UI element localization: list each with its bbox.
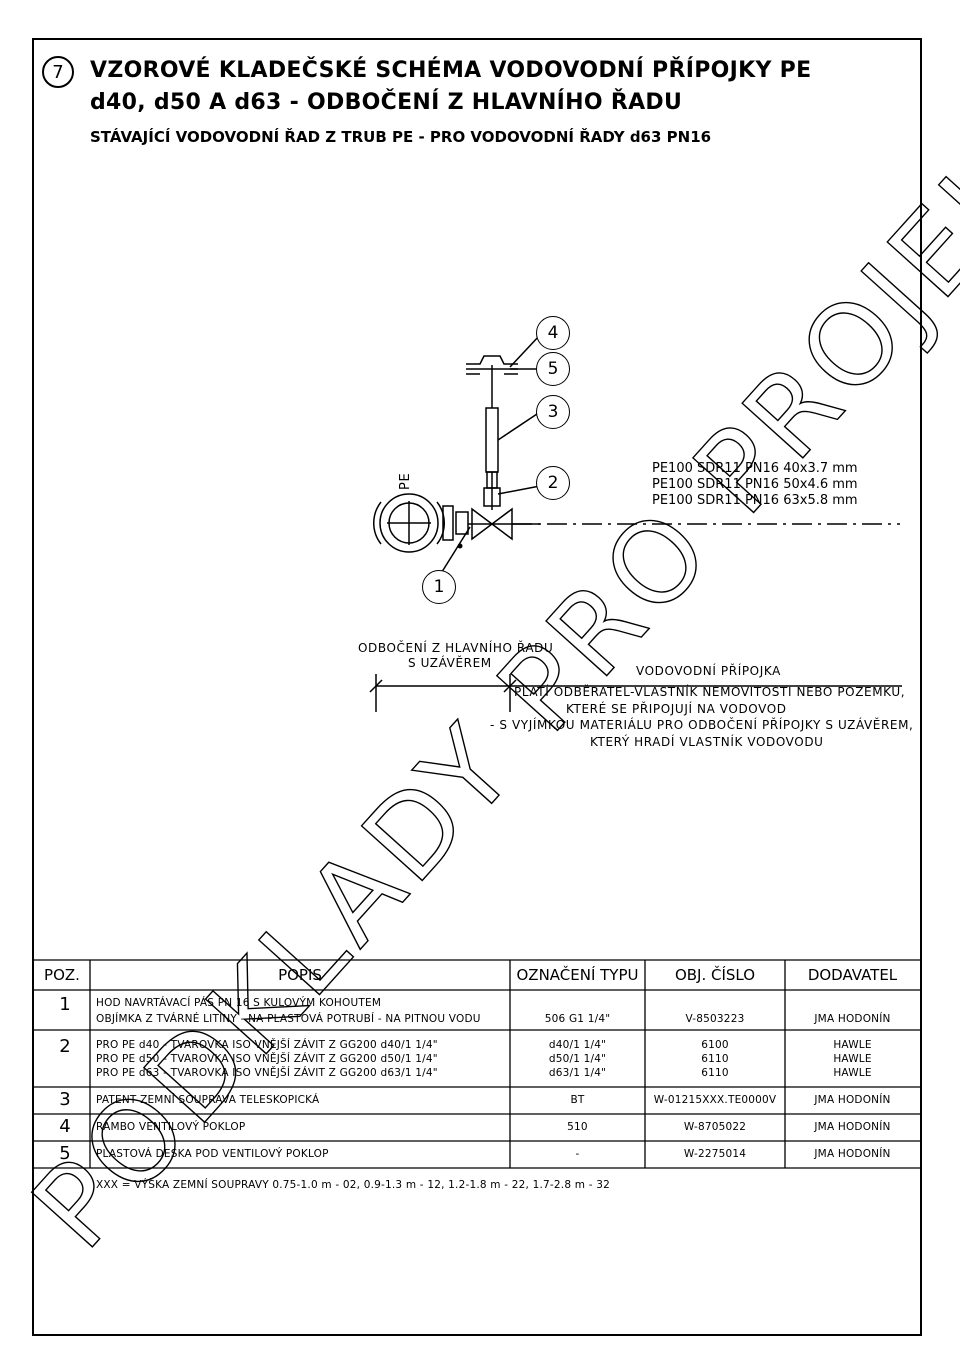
row-2-obj-1: 6100 xyxy=(701,1039,729,1051)
row-1-desc-2: OBJÍMKA Z TVÁRNÉ LITINY - NA PLASTOVÁ PO… xyxy=(96,1013,481,1025)
subtitle: STÁVAJÍCÍ VODOVODNÍ ŘAD Z TRUB PE - PRO … xyxy=(90,128,712,146)
connection-note-4: KTERÝ HRADÍ VLASTNÍK VODOVODU xyxy=(590,735,824,749)
row-3-desc: PATENT ZEMNÍ SOUPRAVA TELESKOPICKÁ xyxy=(96,1094,320,1106)
row-2-desc-1: PRO PE d40 - TVAROVKA ISO VNĚJŠÍ ZÁVIT Z… xyxy=(96,1039,438,1051)
row-4-supplier: JMA HODONÍN xyxy=(814,1121,891,1133)
tapping-saddle-right xyxy=(436,501,446,545)
row-1-obj: V-8503223 xyxy=(685,1013,745,1025)
col-header-popis: POPIS xyxy=(278,966,322,984)
row-2-obj-2: 6110 xyxy=(701,1053,729,1065)
pipe-spec-d63: PE100 SDR11 PN16 63x5.8 mm xyxy=(652,493,858,508)
callout-1: 1 xyxy=(422,570,456,604)
row-4-obj: W-8705022 xyxy=(683,1121,747,1133)
pipe-spec-d40: PE100 SDR11 PN16 40x3.7 mm xyxy=(652,461,858,476)
connection-note-2: KTERÉ SE PŘIPOJUJÍ NA VODOVOD xyxy=(566,702,787,716)
row-2-obj-3: 6110 xyxy=(701,1067,729,1079)
row-5-type: - xyxy=(575,1148,580,1160)
tapping-saddle-left xyxy=(372,501,382,545)
connection-note-3: - S VYJÍMKOU MATERIÁLU PRO ODBOČENÍ PŘÍP… xyxy=(490,718,914,732)
callout-2: 2 xyxy=(536,466,570,500)
callout-4: 4 xyxy=(536,316,570,350)
row-3-type: BT xyxy=(570,1094,585,1106)
row-1-desc-1: HOD NAVRTÁVACÍ PÁS PN 16 S KULOVÝM KOHOU… xyxy=(96,997,382,1009)
branch-label-line-1: ODBOČENÍ Z HLAVNÍHO ŘADU xyxy=(358,641,554,655)
title-line-1: VZOROVÉ KLADEČSKÉ SCHÉMA VODOVODNÍ PŘÍPO… xyxy=(90,58,812,83)
row-5-obj: W-2275014 xyxy=(683,1148,747,1160)
row-3-supplier: JMA HODONÍN xyxy=(814,1094,891,1106)
valve-cover xyxy=(466,355,518,365)
row-5-pos: 5 xyxy=(59,1143,71,1164)
row-5-supplier: JMA HODONÍN xyxy=(814,1148,891,1160)
sheet-number: 7 xyxy=(52,61,64,83)
row-2-pos: 2 xyxy=(59,1036,71,1057)
row-4-desc: RAMBO VENTILOVÝ POKLOP xyxy=(96,1121,246,1133)
connection-note-1: PLATÍ ODBĚRATEL-VLASTNÍK NEMOVITOSTI NEB… xyxy=(514,685,906,699)
row-4-pos: 4 xyxy=(59,1116,71,1137)
branch-label-line-2: S UZÁVĚREM xyxy=(408,656,492,670)
row-1-supplier: JMA HODONÍN xyxy=(814,1013,891,1025)
drawing-frame xyxy=(32,38,922,1336)
row-3-obj: W-01215XXX.TE0000V xyxy=(653,1094,777,1106)
row-2-supplier-3: HAWLE xyxy=(833,1067,872,1079)
col-header-poz: POZ. xyxy=(44,966,80,984)
table-footnote: XXX = VÝŠKA ZEMNÍ SOUPRAVY 0.75-1.0 m - … xyxy=(96,1179,610,1191)
sheet-number-badge: 7 xyxy=(42,56,74,88)
row-2-type-2: d50/1 1/4" xyxy=(548,1053,607,1065)
row-2-supplier-2: HAWLE xyxy=(833,1053,872,1065)
pipe-spec-d50: PE100 SDR11 PN16 50x4.6 mm xyxy=(652,477,858,492)
col-header-typ: OZNAČENÍ TYPU xyxy=(516,966,639,984)
row-2-desc-2: PRO PE d50 - TVAROVKA ISO VNĚJŠÍ ZÁVIT Z… xyxy=(96,1053,438,1065)
row-3-pos: 3 xyxy=(59,1089,71,1110)
row-1-type: 506 G1 1/4" xyxy=(544,1013,611,1025)
row-2-type-1: d40/1 1/4" xyxy=(548,1039,607,1051)
col-header-dodavatel: DODAVATEL xyxy=(807,966,898,984)
row-2-desc-3: PRO PE d63 - TVAROVKA ISO VNĚJŠÍ ZÁVIT Z… xyxy=(96,1067,438,1079)
callout-3: 3 xyxy=(536,395,570,429)
row-4-type: 510 xyxy=(567,1121,588,1133)
title-line-2: d40, d50 A d63 - ODBOČENÍ Z HLAVNÍHO ŘAD… xyxy=(90,90,683,115)
callout-5: 5 xyxy=(536,352,570,386)
row-2-supplier-1: HAWLE xyxy=(833,1039,872,1051)
row-2-type-3: d63/1 1/4" xyxy=(548,1067,607,1079)
main-pipe-outer xyxy=(379,493,439,553)
row-1-pos: 1 xyxy=(59,994,71,1015)
row-5-desc: PLASTOVÁ DESKA POD VENTILOVÝ POKLOP xyxy=(96,1148,329,1160)
connection-title: VODOVODNÍ PŘÍPOJKA xyxy=(636,664,781,678)
col-header-obj: OBJ. ČÍSLO xyxy=(674,966,756,984)
